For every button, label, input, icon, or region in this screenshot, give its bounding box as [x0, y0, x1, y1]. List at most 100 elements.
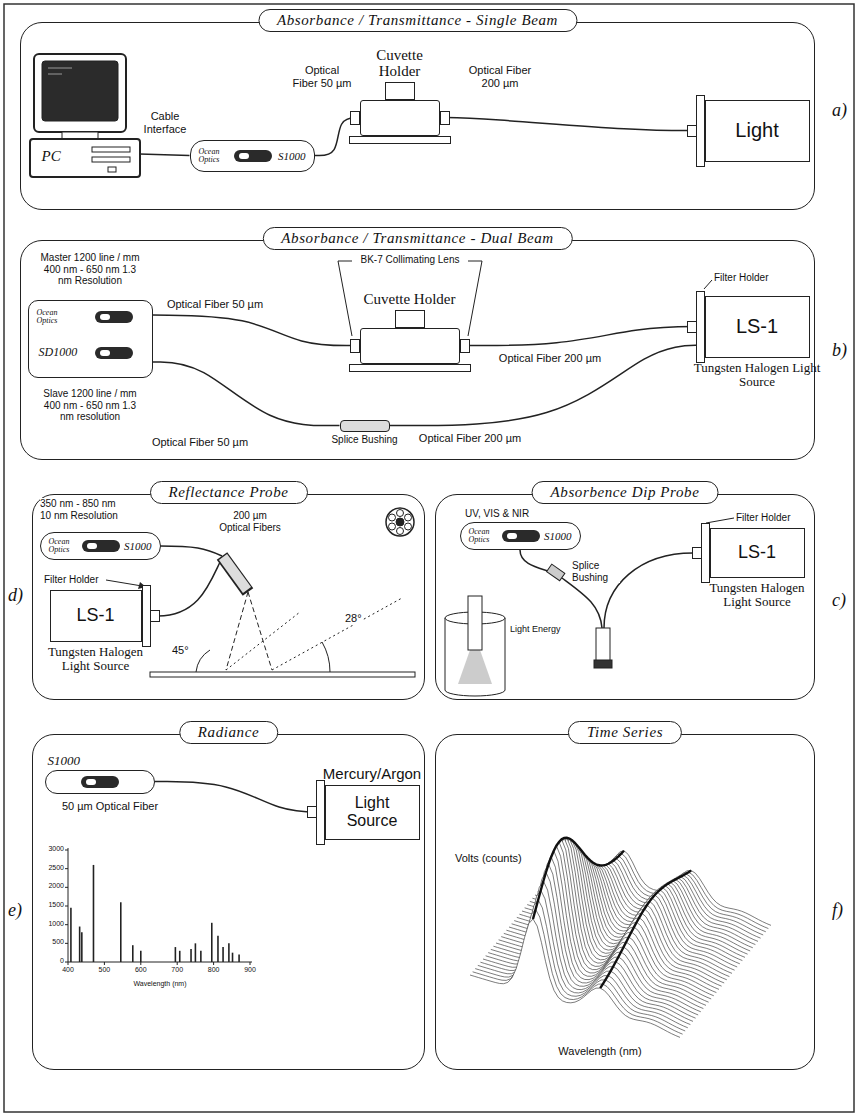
fiber-label: Optical Fiber 50 µm: [165, 298, 265, 311]
device-caption: Tungsten Halogen Light Source: [687, 361, 827, 390]
switch-pill: [502, 530, 540, 542]
cuvette: [385, 82, 415, 100]
device-label: LS-1: [76, 605, 114, 626]
optical-fiber: [153, 362, 340, 426]
annotation: 200 µm Optical Fibers: [217, 510, 283, 533]
device-label: LS-1: [736, 315, 778, 338]
reflectance-probe: [223, 557, 247, 590]
waterfall-plot: [470, 838, 771, 1038]
reflectance-probe: [405, 523, 412, 530]
panel-letter: a): [832, 100, 847, 121]
light-source: Light: [705, 100, 810, 162]
spectrum-chart: [222, 947, 224, 962]
annotation: Master 1200 line / mm 400 nm - 650 nm 1.…: [40, 252, 140, 287]
annotation: Filter Holder: [44, 574, 98, 586]
panel-letter: d): [8, 585, 23, 606]
light-source: Mercury/ArgonLight Source: [325, 785, 420, 840]
switch-dot: [507, 533, 517, 539]
spectrum-chart: [81, 932, 83, 962]
spectrum-chart: [211, 923, 213, 962]
annotation: Light Energy: [510, 624, 561, 634]
reflectance-probe: [222, 556, 248, 592]
spectrum-chart: [228, 943, 230, 962]
spectrum-chart: [217, 936, 219, 962]
axis-tick-label: 1500: [48, 901, 64, 909]
waterfall-plot: [473, 909, 683, 1034]
spectrometer: Ocean OpticsS1000: [40, 532, 161, 560]
cuvette: [395, 310, 425, 328]
panel: Time Series: [435, 734, 815, 1070]
spectrum-chart: [79, 927, 81, 962]
dip-probe: [458, 650, 492, 684]
spectrum-chart: [177, 962, 178, 965]
annotation: UV, VIS & NIR: [465, 508, 529, 520]
spectrum-chart: [68, 962, 69, 965]
waterfall-plot: [475, 900, 685, 1031]
device-label: Ocean Optics: [199, 148, 229, 164]
device-label: LS-1: [738, 542, 776, 563]
axis-tick-label: 2500: [48, 864, 64, 872]
reflectance-probe: [226, 612, 300, 670]
annotation: Filter Holder: [736, 512, 790, 524]
spectrum-chart: [65, 943, 68, 944]
leader-line: [106, 280, 734, 586]
fiber-label: Optical Fiber 200 µm: [465, 64, 535, 89]
device-caption: Tungsten Halogen Light Source: [702, 581, 812, 610]
spectrum-chart: [250, 962, 251, 965]
device-label: Mercury/Argon: [323, 765, 421, 782]
device-label: Cuvette Holder: [360, 47, 440, 80]
spectrum-chart: [238, 955, 240, 962]
spectrum-chart: [140, 962, 141, 965]
reflectance-probe: [322, 642, 330, 672]
axis-tick-label: 0: [60, 957, 64, 965]
spectrometer: Ocean OpticsSD1000: [28, 300, 153, 378]
annotation: Slave 1200 line / mm 400 nm - 650 nm 1.3…: [40, 388, 140, 423]
fiber-label: Optical Fiber 50 µm: [289, 64, 355, 89]
waterfall-plot: [473, 909, 683, 1034]
spectrum-chart: [200, 951, 202, 962]
panel-title: Reflectance Probe: [149, 481, 307, 504]
spectrum-chart: [65, 868, 68, 869]
axis-tick-label: 700: [171, 966, 183, 974]
panel: S1000Mercury/ArgonLight SourceRadiance: [32, 734, 425, 1070]
optical-fiber: [153, 315, 360, 346]
fiber-connector: [307, 806, 317, 818]
annotation: Wavelength (nm): [558, 1045, 641, 1058]
panel-title: Time Series: [568, 721, 682, 744]
pc-illustration: [34, 54, 126, 132]
lens-bracket: [338, 261, 352, 336]
spectrum-chart: [70, 908, 72, 962]
panel-letter: b): [832, 340, 847, 361]
reflectance-probe: [396, 518, 404, 526]
dip-probe: [594, 660, 612, 668]
fiber-connector: [687, 125, 697, 137]
spectrum-chart: [232, 953, 234, 962]
switch-pill: [82, 540, 120, 552]
computer: PC: [30, 52, 140, 180]
annotation: 45°: [172, 644, 189, 657]
spectrum-chart: [65, 848, 252, 965]
light-source: LS-1Tungsten Halogen Light Source: [705, 296, 810, 358]
splice-bushing: Splice Bushing: [340, 420, 390, 432]
collimating-lens: [460, 339, 470, 353]
panel-letter: c): [832, 590, 846, 611]
device-label: Ocean Optics: [469, 528, 499, 544]
pc-illustration: [92, 157, 130, 162]
reflectance-probe: [397, 528, 404, 535]
optical-fiber: [140, 154, 190, 156]
filter-holder: [696, 95, 705, 167]
reflectance-probe: [272, 598, 402, 670]
waterfall-plot: [470, 919, 680, 1037]
cuvette-holder: Cuvette Holder: [360, 100, 440, 136]
spectrometer: Ocean OpticsS1000: [460, 522, 581, 550]
spectrum-chart: [65, 924, 68, 925]
waterfall-plot: [470, 919, 680, 1038]
spectrum-chart: [213, 962, 214, 965]
pc-illustration: [92, 147, 130, 152]
spectrum-chart: [104, 962, 105, 965]
device-caption: S1000: [124, 540, 152, 552]
dip-probe: [445, 550, 693, 696]
switch-dot: [100, 314, 110, 320]
filter-holder: [316, 780, 325, 845]
panel-title: Absorbance / Transmittance - Single Beam: [258, 9, 577, 32]
